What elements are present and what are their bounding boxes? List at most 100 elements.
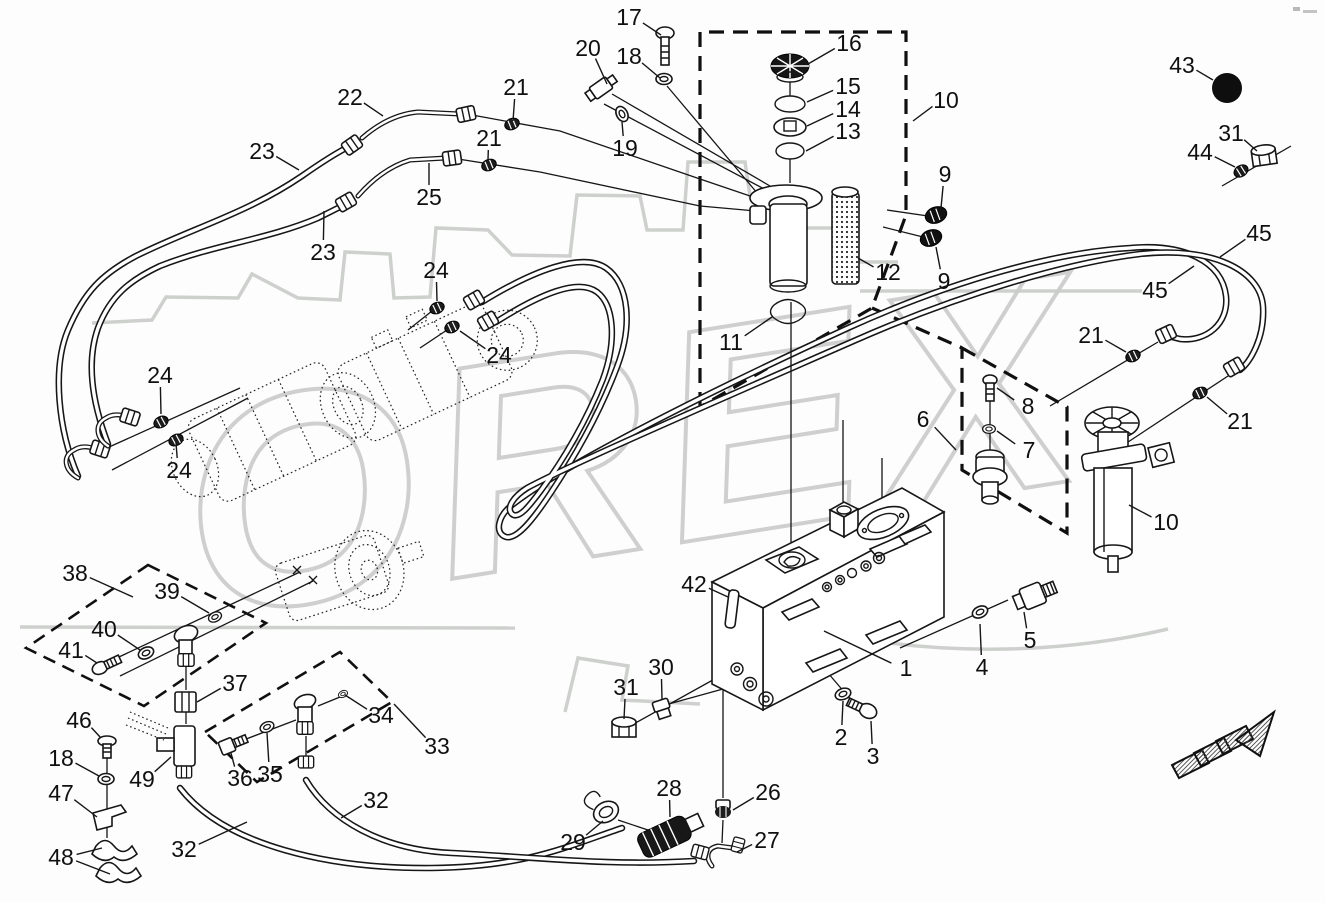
- callout-36: 36: [227, 752, 253, 791]
- part-number-26: 26: [755, 779, 781, 805]
- leader-line-38: [89, 576, 134, 598]
- callout-48: 48: [48, 844, 111, 875]
- leader-line-41: [84, 654, 98, 664]
- leader-line-32: [198, 821, 248, 845]
- callout-37: 37: [196, 670, 248, 703]
- seal-ring-15: [774, 95, 806, 113]
- clamp-48-upper: [91, 839, 139, 862]
- part-number-40: 40: [91, 616, 117, 642]
- washer-44: [1231, 161, 1251, 181]
- fitting-9-lower: [919, 229, 943, 247]
- leader-line-36: [230, 752, 236, 767]
- leader-line-48: [75, 860, 111, 875]
- part-number-42: 42: [681, 571, 707, 597]
- filter-flange: [1080, 441, 1176, 472]
- part-number-36: 36: [227, 765, 253, 791]
- callout-21: 21: [503, 74, 529, 122]
- leader-line-9: [940, 185, 944, 209]
- leader-line-21: [512, 98, 516, 122]
- leader-line-21: [1105, 339, 1127, 353]
- fitting-21-e: [1123, 347, 1143, 365]
- washer-18-b: [97, 772, 115, 786]
- leader-line-24: [435, 281, 438, 302]
- leader-line-5: [1023, 611, 1028, 629]
- callout-5: 5: [1023, 611, 1036, 653]
- callout-34: 34: [344, 694, 394, 728]
- callout-18: 18: [48, 745, 100, 777]
- leader-line-44: [1214, 156, 1236, 168]
- filter-bowl: [1093, 467, 1133, 553]
- part-number-21: 21: [476, 125, 502, 151]
- callout-32: 32: [340, 787, 389, 819]
- part-number-39: 39: [154, 578, 180, 604]
- part-number-24: 24: [166, 457, 192, 483]
- callout-44: 44: [1187, 139, 1236, 168]
- leader-line-19: [621, 121, 624, 137]
- callout-9: 9: [935, 246, 950, 294]
- leader-line-8: [996, 387, 1015, 401]
- callout-39: 39: [154, 578, 210, 614]
- part-number-4: 4: [976, 654, 989, 680]
- leader-line-40: [117, 634, 141, 651]
- washer-4: [969, 602, 991, 622]
- callout-43: 43: [1169, 52, 1214, 81]
- hose-32-a-core: [178, 786, 624, 870]
- box-assembly-10: [698, 30, 908, 409]
- leader-line-15: [806, 89, 834, 103]
- hose-23-lower-core: [90, 204, 344, 446]
- part-number-45: 45: [1246, 220, 1272, 246]
- leader-line-9: [935, 246, 941, 270]
- screw-41: [91, 654, 123, 676]
- callout-31: 31: [1218, 120, 1258, 152]
- screw-36: [217, 733, 250, 756]
- callout-40: 40: [91, 616, 141, 651]
- fitting-30: [651, 697, 672, 721]
- hose-core: [65, 445, 97, 480]
- part-number-24: 24: [423, 257, 449, 283]
- fitting-21-a: [502, 115, 522, 133]
- leader-line-34: [344, 694, 368, 710]
- hose-32-b-core: [304, 778, 696, 865]
- leader-line-13: [805, 135, 834, 152]
- leader-line-7: [996, 430, 1016, 445]
- leader-line-21: [1206, 396, 1228, 415]
- leader-line-12: [857, 257, 874, 268]
- motor-mounting-marks: [292, 565, 318, 585]
- valve-disc-14: [773, 117, 807, 137]
- leader-line-43: [1196, 69, 1214, 81]
- callout-20: 20: [575, 35, 608, 85]
- callout-14: 14: [806, 96, 861, 127]
- leader-line-17: [642, 22, 662, 36]
- fitting-20: [583, 73, 619, 103]
- part-number-18: 18: [48, 745, 74, 771]
- fitting-9-upper: [924, 206, 948, 224]
- callout-13: 13: [805, 118, 861, 152]
- flange-hardware-38: [91, 609, 224, 676]
- callout-6: 6: [917, 406, 957, 451]
- part-number-22: 22: [337, 84, 363, 110]
- callout-35: 35: [257, 732, 283, 787]
- screw-3: [845, 697, 878, 720]
- fitting-21-b: [479, 156, 499, 174]
- part-number-27: 27: [754, 827, 780, 853]
- union-37: [174, 691, 197, 713]
- leader-line-6: [934, 426, 957, 451]
- part-number-44: 44: [1187, 139, 1213, 165]
- part-number-19: 19: [612, 135, 638, 161]
- box-assembly-6: [960, 345, 1069, 536]
- tank-filler-flange: [764, 546, 820, 574]
- tank-hardware: [611, 580, 1059, 738]
- elbow-34-fitting: [293, 693, 317, 769]
- elbow-fitting-left-b: [95, 406, 142, 449]
- part-number-45: 45: [1142, 277, 1168, 303]
- part-number-7: 7: [1023, 437, 1036, 463]
- filter-element-12: [831, 186, 860, 285]
- nut-31: [611, 716, 637, 738]
- leader-line-16: [807, 47, 836, 65]
- bypass-valve-parts: [972, 374, 1008, 505]
- part-number-10: 10: [1153, 509, 1179, 535]
- nut-31-top: [1249, 142, 1278, 168]
- hose-32-a: [176, 784, 626, 872]
- part-number-17: 17: [616, 4, 642, 30]
